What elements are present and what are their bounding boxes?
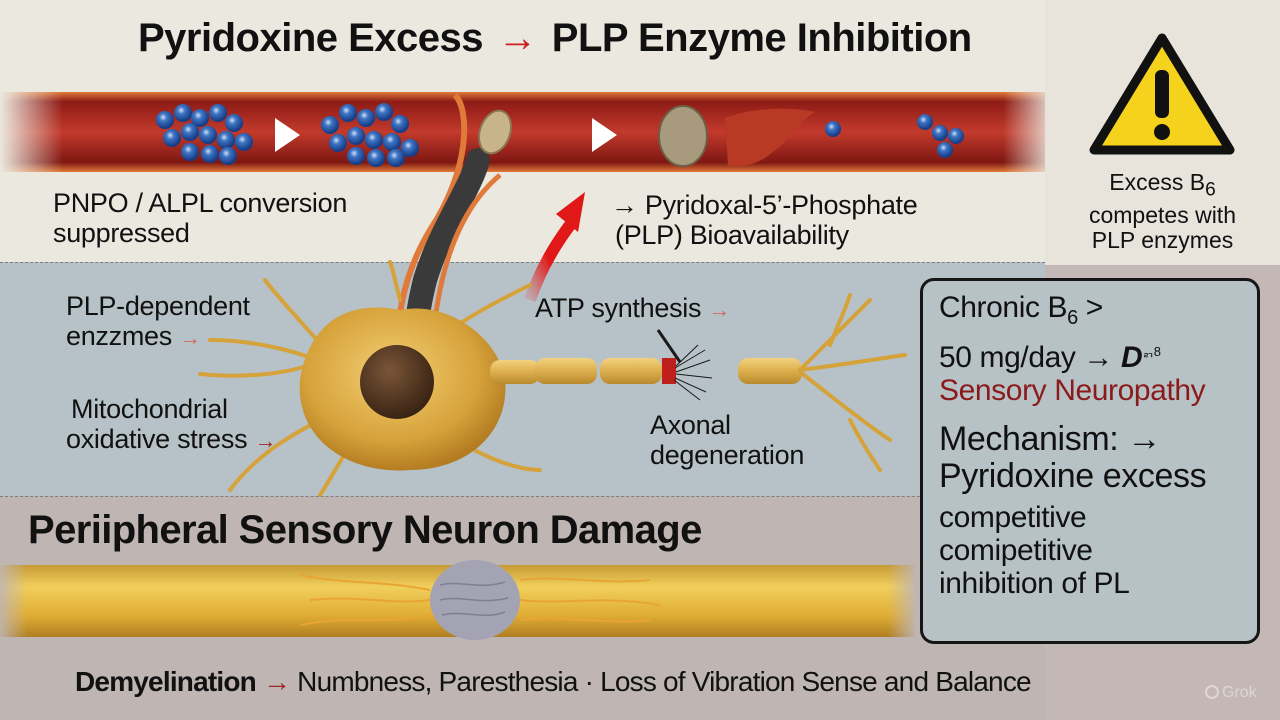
mechanism-info-box: Chronic B6 > 50 mg/day → Dᆰ8 Sensory Neu… [920,278,1260,644]
atp-synthesis-label: ATP synthesis → [535,293,731,323]
pyridoxine-cluster-2 [321,103,419,167]
nucleus [360,345,434,419]
warning-caption: Excess B6 competes with PLP enzymes [1088,169,1236,253]
peripheral-nerve [0,560,915,640]
arrow-icon: → [179,325,201,350]
axon-terminal [798,293,907,472]
section-title: Periipheral Sensory Neuron Damage [28,508,702,552]
title-right: PLP Enzyme Inhibition [551,16,972,60]
plp-bioavailability-label: → Pyridoxal-5’-Phosphate (PLP) Bioavaila… [611,190,918,250]
blockage [478,109,512,155]
stone [658,105,708,167]
pyridoxine-cluster-1 [156,104,253,165]
axon-damage [656,329,713,401]
title-arrow-icon: → [497,16,538,60]
arrow-icon: → [254,428,277,453]
plp-enzymes-label: PLP-dependent enzzmes → [66,291,250,351]
liver [725,108,815,167]
axonal-degeneration-label: Axonal degeneration [650,410,805,470]
flow-arrow-1 [275,118,300,152]
sensory-neuropathy-text: Sensory Neuropathy [939,374,1206,407]
blood-vessel [0,92,1045,172]
grok-logo-icon [1205,685,1219,699]
mitochondrial-stress-label: Mitochondrial oxidative stress → [66,394,277,454]
arrow-icon: → [708,297,731,322]
warning-triangle-icon [1089,33,1235,155]
flow-arrow-2 [592,118,617,152]
pnpo-label: PNPO / ALPL conversion suppressed [53,188,348,248]
grok-watermark: Grok [1205,684,1257,702]
page-title: Pyridoxine Excess → PLP Enzyme Inhibitio… [138,16,972,61]
footer-caption: Demyelination → Numbness, Paresthesia · … [75,666,1032,697]
red-arrow [524,221,575,302]
axon [490,358,802,384]
title-left: Pyridoxine Excess [138,16,484,60]
arrow-icon: → [262,666,291,697]
